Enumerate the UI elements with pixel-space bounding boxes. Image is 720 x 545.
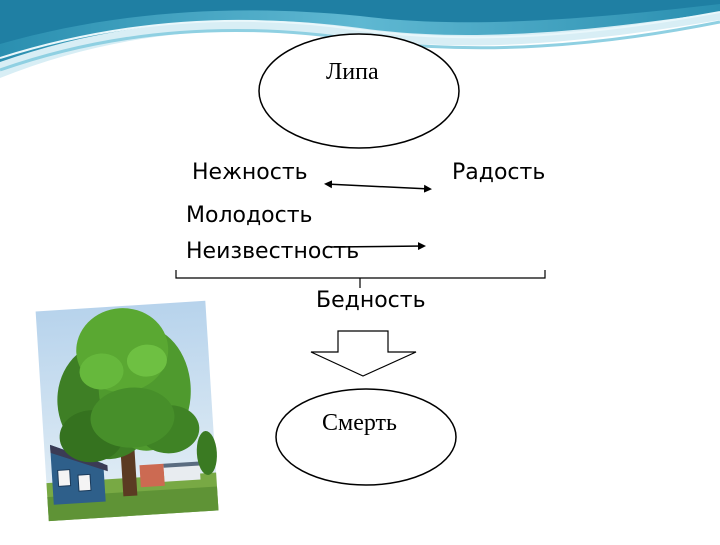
top-node-ellipse <box>258 33 460 149</box>
quality-uncertainty: Неизвестность <box>186 239 360 264</box>
quality-youth: Молодость <box>186 203 313 228</box>
double-arrow-tenderness-joy <box>324 180 432 193</box>
result-node-ellipse <box>275 388 457 486</box>
arrow-unknown <box>329 242 426 251</box>
quality-tenderness: Нежность <box>192 160 308 185</box>
grouping-brace <box>175 270 546 288</box>
block-down-arrow <box>310 330 417 377</box>
result-node-label: Смерть <box>322 410 397 436</box>
quality-joy: Радость <box>452 160 546 185</box>
linden-tree-photo <box>35 300 219 522</box>
top-node-label: Липа <box>326 59 379 85</box>
cause-label: Бедность <box>316 288 426 313</box>
